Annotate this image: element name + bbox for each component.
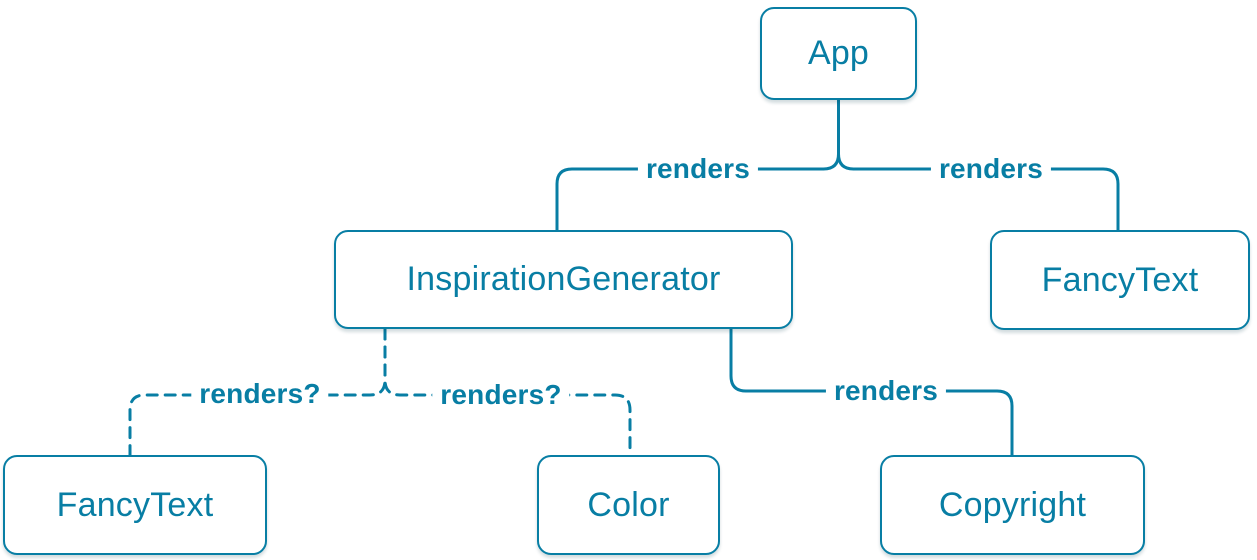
node-inspiration-generator-label: InspirationGenerator (406, 260, 721, 298)
edge-label-inspirationgenerator-fancytext: renders? (191, 378, 329, 410)
node-inspiration-generator: InspirationGenerator (334, 230, 793, 329)
edge-label-inspirationgenerator-color: renders? (432, 379, 570, 411)
node-color-label: Color (587, 485, 670, 524)
node-fancy-text-bottom-label: FancyText (56, 485, 214, 524)
node-app-label: App (807, 34, 870, 72)
node-fancy-text-top-label: FancyText (1041, 260, 1199, 299)
node-color: Color (537, 455, 720, 555)
node-fancy-text-top: FancyText (990, 230, 1250, 330)
node-copyright: Copyright (880, 455, 1145, 555)
node-app: App (760, 7, 917, 100)
edge-label-app-inspirationgenerator: renders (637, 153, 759, 185)
node-fancy-text-bottom: FancyText (3, 455, 267, 555)
edge-label-inspirationgenerator-copyright: renders (825, 375, 947, 407)
edge-label-app-fancytext: renders (930, 153, 1052, 185)
node-copyright-label: Copyright (938, 485, 1087, 524)
